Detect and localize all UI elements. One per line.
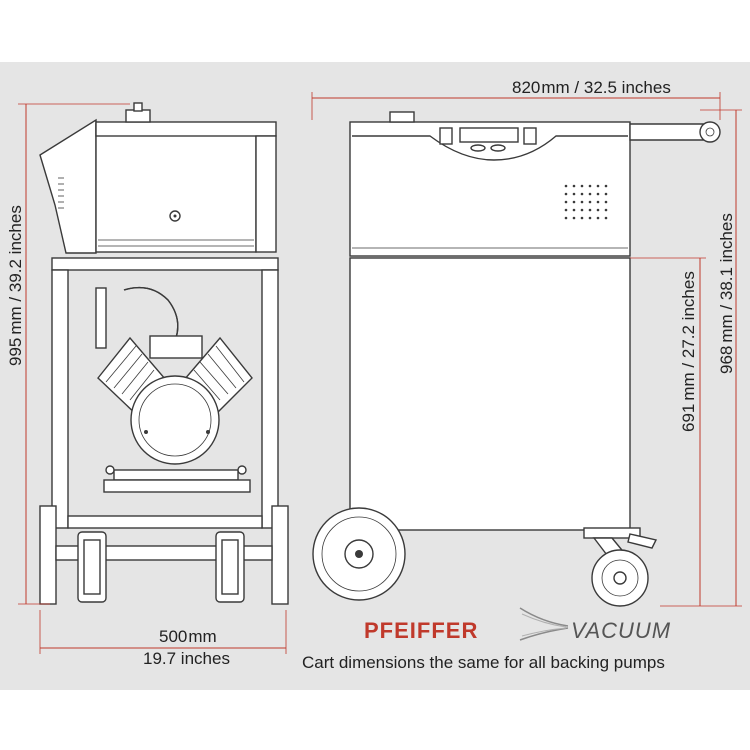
- side-push-handle: [629, 123, 709, 141]
- caption: Cart dimensions the same for all backing…: [302, 653, 665, 672]
- side-caster-wheel-rim: [601, 559, 639, 597]
- side-control-knob-right: [523, 127, 537, 145]
- front-cart-left-post: [51, 269, 69, 529]
- side-control-knob-left: [439, 127, 453, 145]
- front-base-foot-2: [237, 465, 247, 475]
- side-height-label: 968mm / 38.1 inches: [717, 213, 736, 374]
- front-motor-bolt-2: [206, 430, 210, 434]
- side-inlet-flange: [389, 111, 415, 123]
- brand-name: PFEIFFER: [364, 618, 478, 643]
- depth-label: 820mm / 32.5 inches: [512, 78, 671, 97]
- side-handle-grip-center: [705, 127, 715, 137]
- pfeiffer-vacuum-logo: PFEIFFER VACUUM: [364, 607, 671, 643]
- front-cylinder-fins: [105, 345, 245, 401]
- front-pump-motor: [130, 375, 220, 465]
- side-caster-wheel-hub: [613, 571, 627, 585]
- front-hood-vents: [58, 177, 64, 209]
- front-height-label: 995mm / 39.2 inches: [6, 205, 25, 366]
- side-vent-grille: [564, 184, 608, 220]
- front-right-leg: [271, 505, 289, 605]
- side-cart-body: [349, 257, 631, 531]
- front-pump-base: [113, 469, 239, 481]
- front-base-foot: [105, 465, 115, 475]
- front-motor-bolt: [144, 430, 148, 434]
- front-top-rim: [95, 121, 277, 137]
- side-caster-brake: [627, 533, 658, 549]
- side-housing-curve: [352, 135, 628, 161]
- side-control-button: [470, 144, 486, 152]
- logo-swoosh-icon: [519, 607, 569, 641]
- width-mm-label: 500mm: [159, 627, 217, 646]
- dimension-lines: [18, 92, 742, 654]
- side-large-wheel-axle: [355, 550, 363, 558]
- front-inlet-flange: [125, 109, 151, 123]
- cart-height-label: 691mm / 27.2 inches: [679, 271, 698, 432]
- front-cart-top-rail: [51, 257, 279, 271]
- side-control-display: [459, 127, 519, 143]
- front-inlet-cap: [133, 102, 143, 112]
- side-handle-grip: [699, 121, 721, 143]
- side-pump-housing: [349, 121, 631, 257]
- side-large-wheel-rim: [321, 516, 397, 592]
- front-pump-base-plate: [103, 479, 251, 493]
- front-pump-manifold: [149, 335, 203, 359]
- front-pump-housing: [95, 123, 257, 253]
- side-control-button-2: [490, 144, 506, 152]
- width-inches-label: 19.7 inches: [143, 649, 230, 668]
- front-housing-screw-dot: [173, 214, 177, 218]
- front-left-wheel-hub: [83, 539, 101, 595]
- front-cart-bracket: [95, 287, 107, 349]
- front-cart-right-post: [261, 269, 279, 529]
- front-left-leg: [39, 505, 57, 605]
- front-cart-bottom-rail: [67, 515, 263, 529]
- side-view-cart: [312, 111, 721, 607]
- front-view-cart: [39, 102, 289, 605]
- front-pump-hose-inner: [123, 286, 179, 339]
- front-pump-motor-ring: [138, 383, 212, 457]
- front-hood: [39, 118, 97, 254]
- front-handle-post: [255, 135, 277, 253]
- front-right-wheel-hub: [221, 539, 239, 595]
- brand-sub: VACUUM: [571, 618, 671, 643]
